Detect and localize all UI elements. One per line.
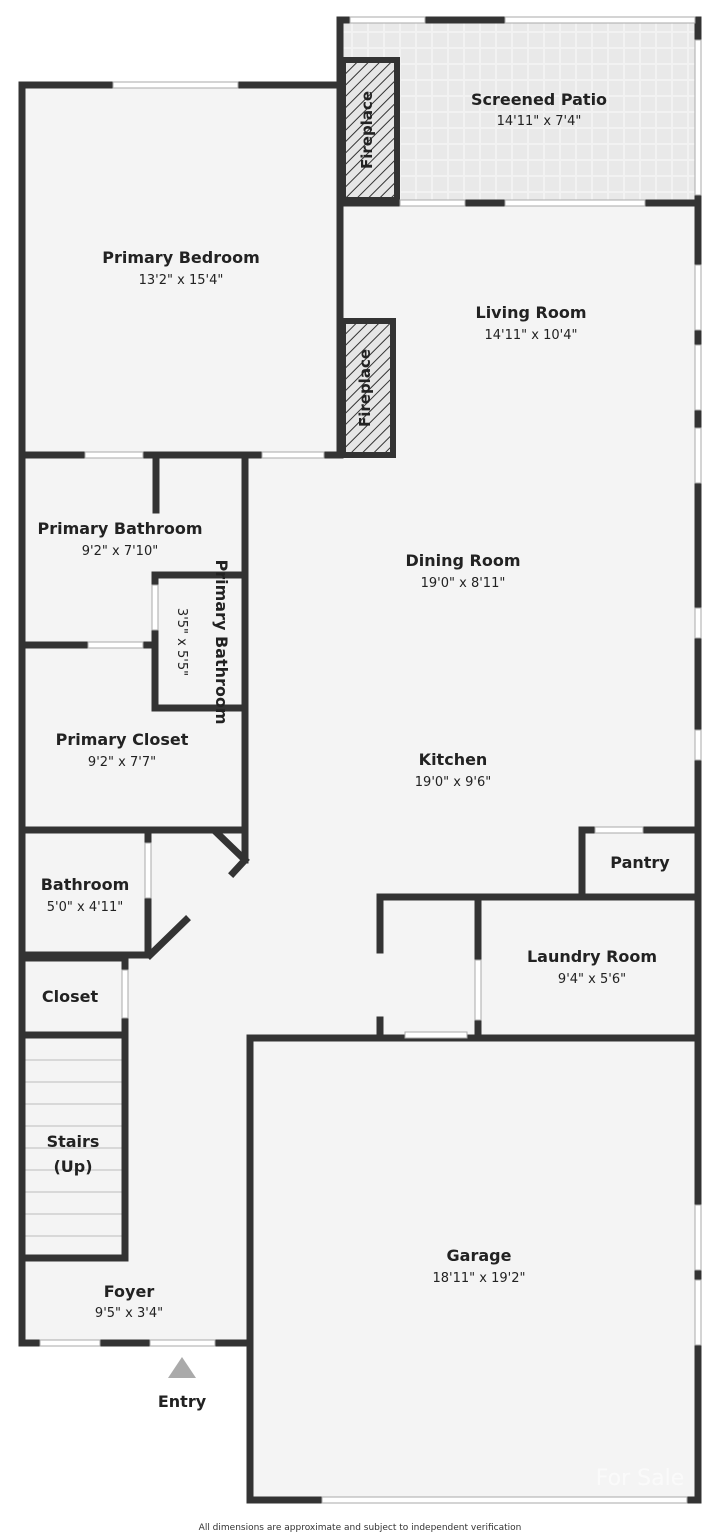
fireplace-label-living: Fireplace (356, 349, 374, 427)
room-label-stairs-line1: Stairs (47, 1132, 100, 1151)
floors (22, 20, 698, 1500)
room-label-closet: Closet (42, 987, 99, 1006)
room-label-foyer: Foyer (104, 1282, 155, 1301)
footer-note: All dimensions are approximate and subje… (199, 1523, 522, 1533)
room-label-garage: Garage (447, 1246, 512, 1265)
watermark: For Sale (596, 1466, 684, 1491)
entry-label: Entry (158, 1392, 207, 1411)
stair-treads (25, 1059, 122, 1237)
room-label-living-room: Living Room (476, 303, 587, 322)
entry-arrow-icon (168, 1357, 196, 1378)
room-label-stairs-line2: (Up) (53, 1157, 92, 1176)
room-dims-laundry-room: 9'4" x 5'6" (558, 972, 626, 987)
room-label-screened-patio: Screened Patio (471, 90, 607, 109)
room-label-primary-bathroom: Primary Bathroom (37, 519, 202, 538)
room-label-primary-bathroom-small: Primary Bathroom (212, 559, 231, 724)
room-dims-primary-bathroom: 9'2" x 7'10" (82, 544, 158, 559)
room-label-kitchen: Kitchen (419, 750, 488, 769)
room-dims-bathroom: 5'0" x 4'11" (47, 900, 123, 915)
room-dims-primary-bedroom: 13'2" x 15'4" (139, 273, 224, 288)
room-label-pantry: Pantry (610, 853, 670, 872)
room-dims-foyer: 9'5" x 3'4" (95, 1306, 163, 1321)
room-label-bathroom: Bathroom (41, 875, 130, 894)
fireplace-label-patio: Fireplace (358, 91, 376, 169)
room-dims-screened-patio: 14'11" x 7'4" (497, 114, 582, 129)
room-dims-primary-bathroom-small: 3'5" x 5'5" (174, 608, 189, 676)
room-dims-primary-closet: 9'2" x 7'7" (88, 755, 156, 770)
room-label-dining-room: Dining Room (405, 551, 520, 570)
room-dims-dining-room: 19'0" x 8'11" (421, 576, 506, 591)
room-dims-living-room: 14'11" x 10'4" (485, 328, 578, 343)
room-dims-garage: 18'11" x 19'2" (433, 1271, 526, 1286)
room-label-primary-bedroom: Primary Bedroom (102, 248, 260, 267)
room-label-laundry-room: Laundry Room (527, 947, 657, 966)
room-dims-kitchen: 19'0" x 9'6" (415, 775, 491, 790)
windows (39, 16, 702, 1504)
room-label-primary-closet: Primary Closet (56, 730, 189, 749)
